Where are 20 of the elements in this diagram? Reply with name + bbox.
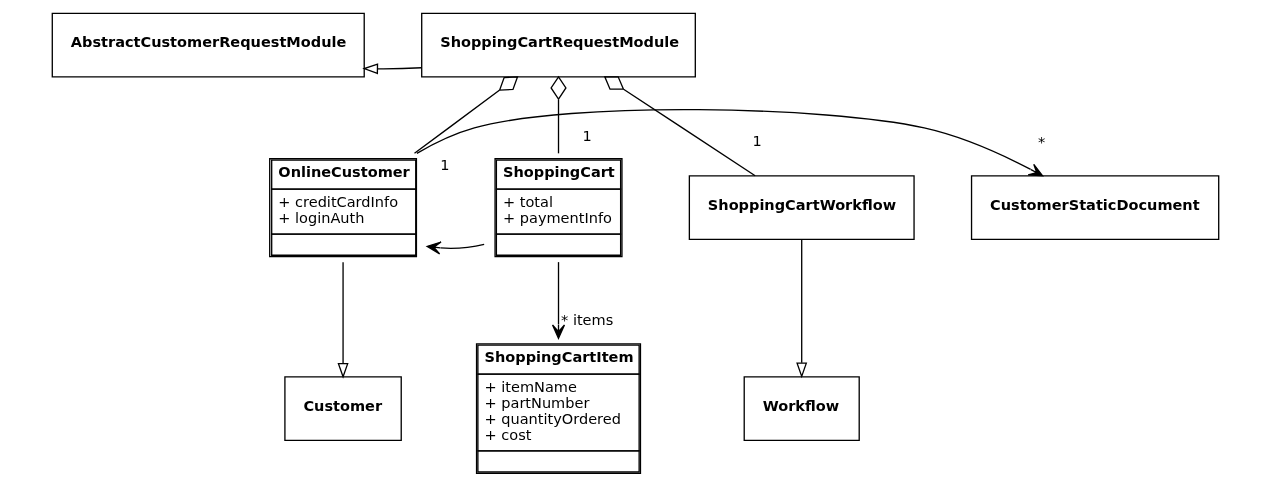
node-box: ShoppingCartWorkflow (688, 175, 915, 241)
node-box: ShoppingCartRequestModule (420, 12, 696, 78)
edge-label: * items (560, 312, 613, 329)
edge-label: 1 (439, 157, 449, 174)
connector (413, 76, 518, 154)
arrow (426, 241, 485, 255)
edge-label: * (1037, 133, 1045, 150)
node-box: Customer (283, 376, 402, 441)
node-box: AbstractCustomerRequestModule (51, 12, 365, 78)
edge-label: 1 (751, 133, 762, 150)
connector (549, 75, 567, 154)
node-box: Workflow (743, 376, 860, 441)
arrow (551, 261, 565, 339)
arrow (795, 238, 807, 379)
arrow (415, 109, 1043, 177)
node-box: CustomerStaticDocument (970, 175, 1219, 241)
arrow (361, 63, 422, 75)
arrow (337, 261, 349, 379)
connector (603, 76, 756, 177)
edge-label: 1 (582, 127, 592, 144)
